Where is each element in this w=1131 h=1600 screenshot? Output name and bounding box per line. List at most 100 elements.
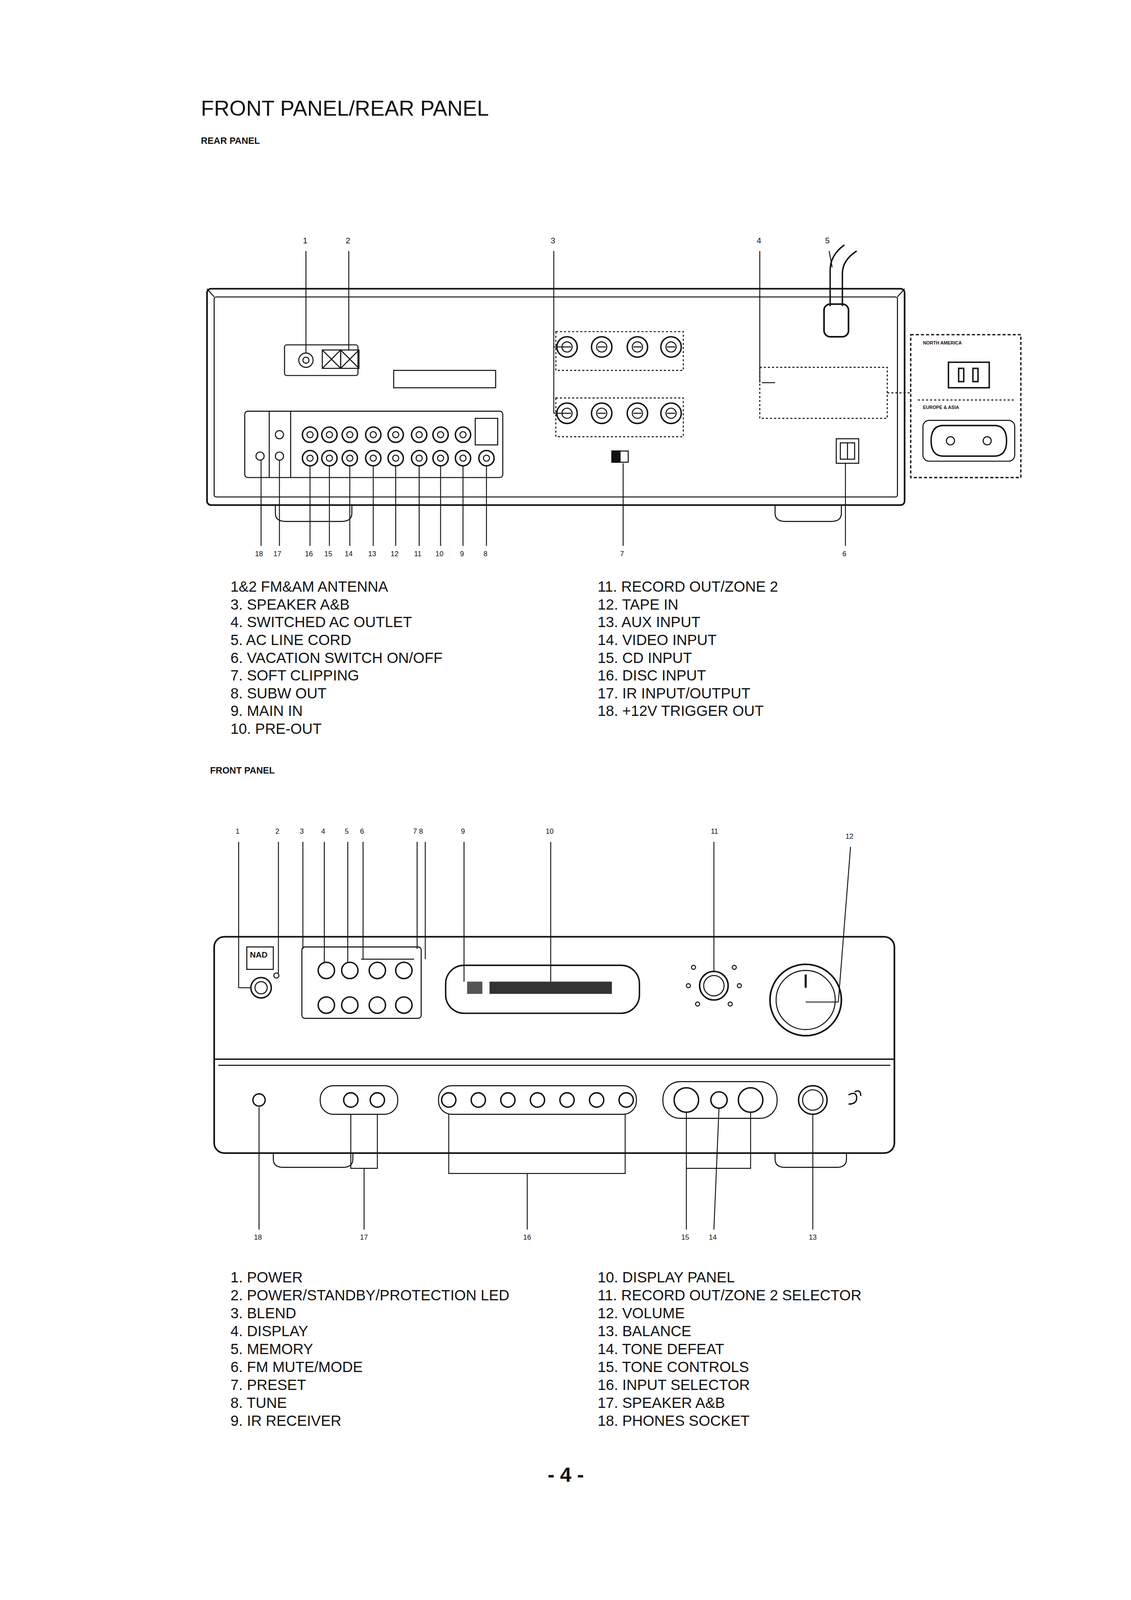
legend-item: 1&2 FM&AM ANTENNA [230,579,388,595]
legend-item: 10. PRE-OUT [230,721,322,737]
input-button [559,1092,575,1107]
callout-number: 5 [824,236,830,245]
display-panel [445,964,640,1013]
legend-item: 12. VOLUME [597,1305,685,1321]
binding-post [633,346,642,348]
callout-number: 2 [275,827,280,836]
legend-item: 7. SOFT CLIPPING [230,667,359,683]
legend-item: 4. DISPLAY [230,1323,309,1339]
legend-item: 17. IR INPUT/OUTPUT [597,685,751,701]
rca-jack [432,450,449,466]
binding-post [562,346,572,348]
callout-number: 15 [681,1233,690,1242]
rca-jack [411,426,427,443]
rca-jack [342,426,358,443]
rca-jack [392,431,399,438]
legend-item: 15. CD INPUT [597,650,692,666]
callout-number: 17 [273,550,282,558]
binding-post [667,346,676,348]
binding-post [597,346,606,348]
rca-jack [455,426,471,443]
rca-jack [342,450,358,466]
front-housing [214,936,895,1167]
rca-jack [437,431,444,438]
rca-jack [416,431,423,438]
rca-jack [432,426,449,443]
rca-jack [302,450,318,466]
rca-jack [455,450,471,466]
switched-ac-outlet [759,367,911,419]
legend-item: 18. +12V TRIGGER OUT [597,703,764,719]
legend-item: 5. AC LINE CORD [230,632,352,648]
tuner-controls [301,946,422,1018]
input-button [500,1092,515,1107]
legend-item: 8. SUBW OUT [230,685,327,701]
rca-jack [460,431,467,438]
callout-number: 8 [483,550,488,558]
legend-item: 11. RECORD OUT/ZONE 2 [597,579,779,595]
rca-jack [326,431,333,438]
rca-jack [346,431,353,438]
rca-jack [326,454,333,461]
callout-number: 10 [545,827,554,836]
callout-number: 13 [368,550,377,558]
inset-label: EUROPE & ASIA [923,405,960,410]
rca-jack [365,426,382,443]
input-jack-block [244,411,503,478]
rca-jack [321,450,338,466]
binding-post [632,408,643,419]
callout-number: 10 [435,550,444,558]
legend-item: 11. RECORD OUT/ZONE 2 SELECTOR [597,1287,862,1303]
serial-label-plate [393,370,496,388]
input-button [471,1092,486,1107]
leader-lines [238,841,851,1230]
callout-number: 2 [345,236,351,245]
callout-number: 11 [413,550,422,558]
legend-item: 2. POWER/STANDBY/PROTECTION LED [230,1287,510,1303]
callout-number: 12 [390,550,399,558]
rca-jack [483,454,490,461]
legend-item: 15. TONE CONTROLS [597,1359,750,1375]
rca-jack [321,426,338,443]
rca-jack [392,454,399,461]
legend-item: 9. MAIN IN [230,703,303,719]
legend-item: 16. DISC INPUT [597,667,706,683]
input-button [530,1092,545,1107]
rca-jack [478,450,495,466]
callout-number: 16 [304,550,313,558]
legend-item: 14. TONE DEFEAT [597,1341,724,1357]
callout-number: 6 [842,550,847,558]
legend-item: 18. PHONES SOCKET [597,1413,750,1429]
legend-item: 3. BLEND [230,1305,297,1321]
legend-item: 8. TUNE [230,1395,287,1411]
callout-number: 3 [300,827,304,836]
page-title: FRONT PANEL/REAR PANEL [201,97,490,120]
callout-number: 7 [620,550,624,558]
inset-label: NORTH AMERICA [923,340,962,346]
rca-jack [387,426,404,443]
rca-jack [370,454,377,461]
front-buttons [253,1081,861,1119]
legend-item: 5. MEMORY [230,1341,314,1357]
binding-post [632,341,643,353]
binding-post [596,341,607,353]
callout-number: 17 [360,1233,369,1242]
legend-item: 7. PRESET [230,1377,307,1393]
rca-jack [416,454,423,461]
legend-item: 1. POWER [230,1269,303,1285]
binding-post [665,408,677,419]
binding-post [596,408,607,419]
binding-post [627,336,648,358]
brand-logo: NAD [249,950,268,959]
input-button [618,1092,633,1107]
rca-jack [306,431,313,438]
rca-jack [460,454,467,461]
legend-item: 14. VIDEO INPUT [597,632,717,648]
legend-item: 10. DISPLAY PANEL [597,1269,735,1285]
page-number: - 4 - [547,1464,584,1485]
rca-jack [346,454,353,461]
rca-jack [387,450,404,466]
callout-number: 9 [460,550,464,558]
rca-jack [411,450,427,466]
